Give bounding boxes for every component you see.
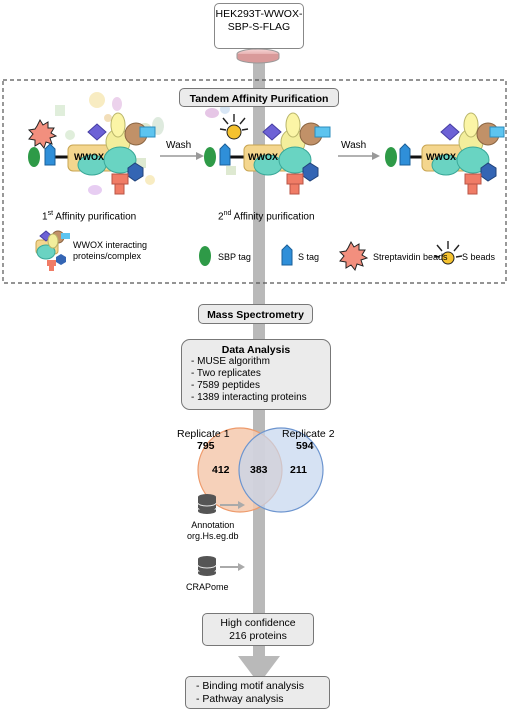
filter-arrow-annotation — [220, 501, 245, 509]
legend-sbp-tag-icon — [199, 246, 211, 266]
complex-2 — [204, 112, 331, 195]
replicate-2-label: Replicate 2 — [282, 428, 335, 440]
analysis-item-4: - 1389 interacting proteins — [191, 392, 307, 403]
wwox-label-3: WWOX — [426, 152, 456, 162]
crapome-label: CRAPome — [186, 582, 229, 592]
complex-3 — [385, 112, 505, 195]
database-icon-annotation — [197, 494, 217, 514]
replicate-2-total: 594 — [296, 440, 314, 452]
replicate-1-total: 795 — [197, 440, 215, 452]
tap-title: Tandem Affinity Purification — [189, 93, 329, 105]
legend-s-tag-icon — [281, 244, 293, 266]
wash-arrow-2 — [338, 152, 380, 160]
legend-complex-line-2: proteins/complex — [73, 251, 142, 261]
filter-arrow-crapome — [220, 563, 245, 571]
final-item-1: - Binding motif analysis — [196, 680, 304, 692]
analysis-item-2: - Two replicates — [191, 368, 261, 379]
analysis-item-1: - MUSE algorithm — [191, 356, 270, 367]
streptavidin-bead-icon — [27, 118, 58, 150]
culture-dish-icon — [236, 48, 280, 64]
venn-overlap: 383 — [250, 464, 268, 476]
annotation-db-label: Annotation org.Hs.eg.db — [187, 520, 239, 542]
sbp-tag-icon — [204, 147, 216, 167]
venn-only-replicate-1: 412 — [212, 464, 230, 476]
high-confidence-box: High confidence 216 proteins — [202, 613, 314, 646]
legend-streptavidin-bead-icon — [338, 240, 369, 272]
step-2-suffix: nd — [223, 210, 232, 217]
sbp-tag-icon — [385, 147, 397, 167]
legend-s-bead-icon — [433, 241, 463, 265]
annotation-db-line-1: Annotation — [191, 520, 235, 530]
legend-sbp-label: SBP tag — [218, 252, 251, 262]
sbp-tag-icon — [28, 147, 40, 167]
legend-complex-line-1: WWOX interacting — [73, 240, 148, 250]
wash-label-2: Wash — [341, 140, 367, 151]
step-1-number: 1 — [42, 211, 48, 223]
s-tag-icon — [44, 143, 56, 166]
cell-line-text-1: HEK293T-WWOX- — [215, 8, 303, 20]
wash-label-1: Wash — [166, 140, 192, 151]
mass-spec-label: Mass Spectrometry — [207, 309, 304, 321]
annotation-db-line-2: org.Hs.eg.db — [187, 531, 239, 541]
venn-circle-replicate-2 — [238, 427, 324, 513]
step-1-label: 1st Affinity purification — [42, 208, 136, 223]
s-tag-icon — [399, 143, 411, 166]
step-2-text: Affinity purification — [231, 211, 315, 223]
high-confidence-line-2: 216 proteins — [229, 630, 287, 642]
legend-s-tag-label: S tag — [298, 252, 320, 262]
s-bead-icon — [219, 114, 249, 140]
legend-complex-icon — [35, 230, 70, 271]
final-analysis-box: - Binding motif analysis - Pathway analy… — [185, 676, 330, 709]
wwox-label-1: WWOX — [74, 152, 104, 162]
legend-s-beads-label: S beads — [462, 252, 496, 262]
cell-line-box: HEK293T-WWOX- SBP-S-FLAG — [214, 3, 304, 49]
tap-frame — [2, 79, 507, 284]
mass-spec-box: Mass Spectrometry — [198, 304, 313, 324]
step-2-number: 2 — [218, 211, 224, 223]
replicate-1-label: Replicate 1 — [177, 428, 230, 440]
high-confidence-line-1: High confidence — [220, 617, 296, 629]
complex-1 — [27, 112, 156, 195]
s-tag-icon — [219, 143, 231, 166]
wash-arrow-1 — [160, 152, 204, 160]
legend-strep-label: Streptavidin beads — [373, 252, 448, 262]
analysis-item-3: - 7589 peptides — [191, 380, 260, 391]
step-1-text: Affinity purification — [53, 211, 137, 223]
step-1-suffix: st — [47, 210, 54, 217]
flow-arrowhead — [238, 656, 280, 684]
wwox-label-2: WWOX — [248, 152, 278, 162]
legend-complex-label: WWOX interacting proteins/complex — [73, 240, 147, 262]
venn-only-replicate-2: 211 — [290, 464, 307, 476]
tap-title-box: Tandem Affinity Purification — [179, 88, 339, 107]
data-analysis-box: Data Analysis - MUSE algorithm - Two rep… — [181, 339, 331, 410]
database-icon-crapome — [197, 556, 217, 576]
data-analysis-title: Data Analysis — [221, 344, 291, 356]
cell-line-text-2: SBP-S-FLAG — [227, 21, 291, 33]
step-2-label: 2nd Affinity purification — [218, 208, 315, 223]
final-item-2: - Pathway analysis — [196, 693, 284, 705]
